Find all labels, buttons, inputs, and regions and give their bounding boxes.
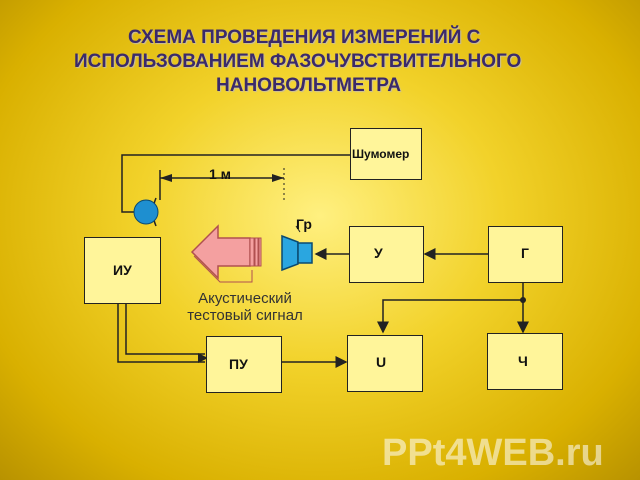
voltmeter-label: U <box>376 354 387 370</box>
pu-block: ПУ <box>206 336 282 393</box>
title-line-1: СХЕМА ПРОВЕДЕНИЯ ИЗМЕРЕНИЙ С <box>128 27 481 48</box>
acoustic-signal-caption: Акустический тестовый сигнал <box>170 290 320 324</box>
frequency-meter-block: Ч <box>487 333 563 390</box>
noise-meter-block: Шумомер <box>350 128 422 180</box>
title-line-2: ИСПОЛЬЗОВАНИЕМ ФАЗОЧУВСТВИТЕЛЬНОГО <box>74 51 522 72</box>
acoustic-signal-arrow <box>190 224 262 283</box>
pu-label: ПУ <box>229 356 248 372</box>
caption-line-1: Акустический <box>198 290 292 307</box>
iu-label: ИУ <box>113 262 132 278</box>
title-line-3: НАНОВОЛЬТМЕТРА <box>216 75 401 96</box>
distance-label: 1 м <box>209 166 232 182</box>
frequency-meter-label: Ч <box>518 353 528 369</box>
slide-title: СХЕМА ПРОВЕДЕНИЯ ИЗМЕРЕНИЙ С ИСПОЛЬЗОВАН… <box>60 26 580 98</box>
distance-dimension <box>159 168 285 200</box>
amplifier-label: У <box>374 245 383 261</box>
loudspeaker-icon <box>281 225 313 272</box>
loudspeaker-label: Гр <box>296 216 312 232</box>
noise-meter-label: Шумомер <box>352 147 410 161</box>
caption-line-2: тестовый сигнал <box>187 307 303 324</box>
generator-branch <box>377 283 529 334</box>
voltmeter-block: U <box>347 335 423 392</box>
iu-to-pu-connection <box>117 304 208 363</box>
noise-meter-wire <box>121 154 350 213</box>
generator-label: Г <box>521 245 529 261</box>
microphone-icon <box>133 197 159 227</box>
watermark: PPt4WEB.ru <box>382 432 604 474</box>
iu-block: ИУ <box>84 237 161 304</box>
generator-block: Г <box>488 226 563 283</box>
amplifier-block: У <box>349 226 424 283</box>
